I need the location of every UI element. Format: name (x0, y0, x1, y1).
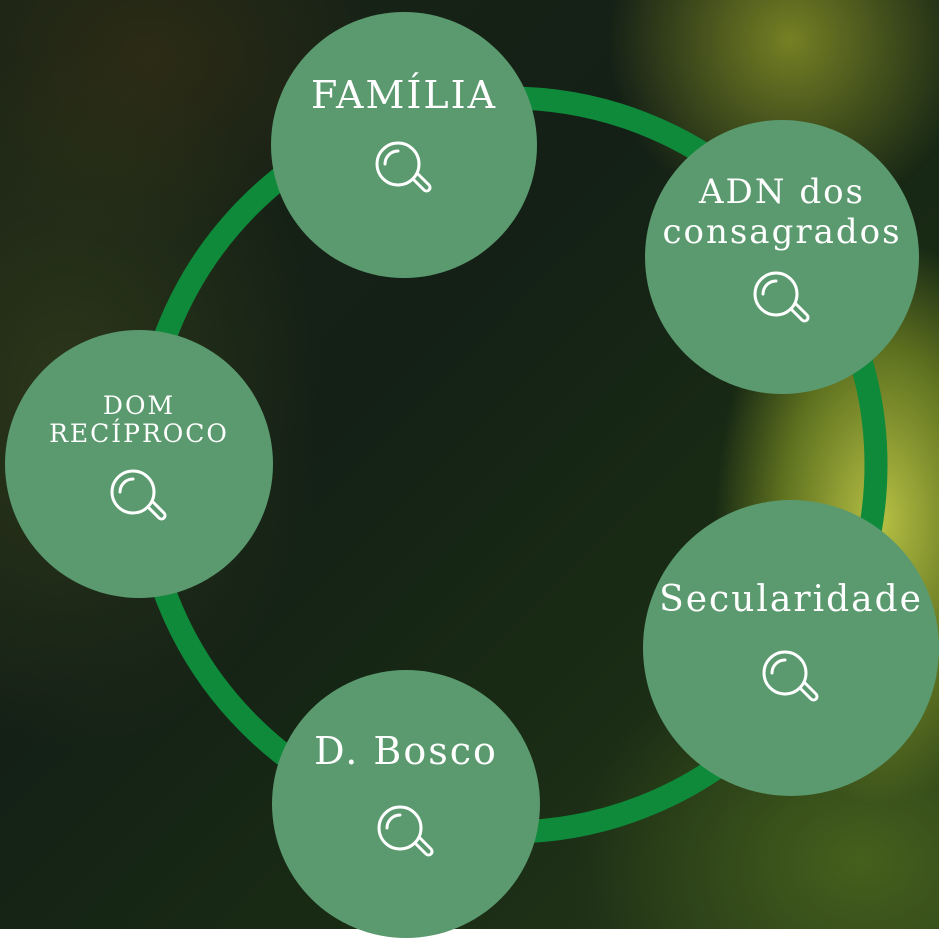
node-label: D. Bosco (314, 729, 498, 774)
node-d-bosco[interactable]: D. Bosco (272, 670, 540, 938)
node-label: ADN dos consagrados (662, 171, 902, 252)
node-label: FAMÍLIA (310, 73, 498, 118)
node-secularidade[interactable]: Secularidade (643, 500, 939, 796)
search-icon[interactable] (374, 802, 438, 866)
node-dom-reciproco[interactable]: DOM RECÍPROCO (5, 330, 273, 598)
search-icon[interactable] (107, 466, 171, 530)
search-icon[interactable] (750, 268, 814, 332)
node-adn-dos-consagrados[interactable]: ADN dos consagrados (645, 120, 919, 394)
node-familia[interactable]: FAMÍLIA (271, 12, 537, 278)
node-label: Secularidade (659, 579, 923, 621)
node-label: DOM RECÍPROCO (49, 391, 229, 448)
search-icon[interactable] (759, 647, 823, 711)
search-icon[interactable] (372, 138, 436, 202)
